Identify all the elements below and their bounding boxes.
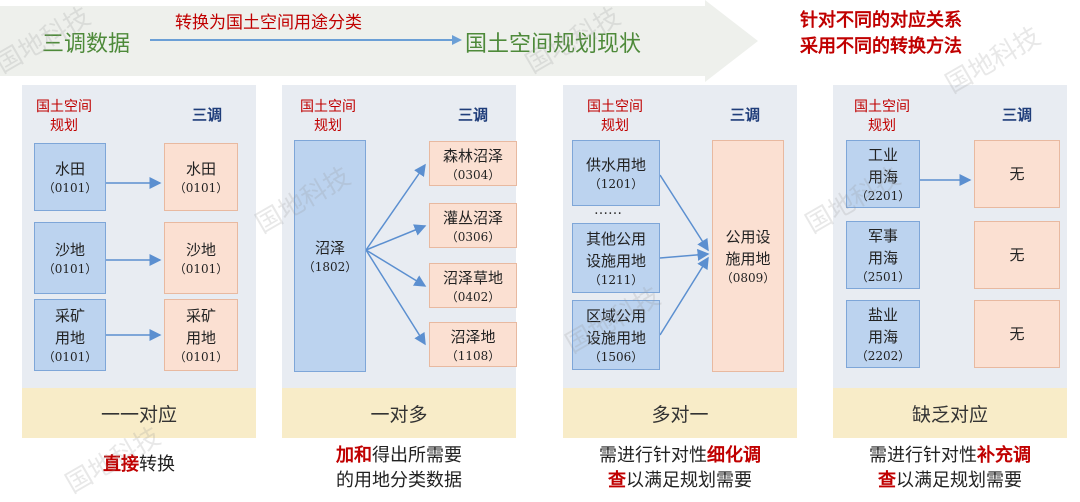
survey-box-swamp-grassland: 沼泽草地 （0402） — [429, 263, 517, 308]
caption-text: 需进行针对性 — [869, 445, 977, 466]
header-survey-p1: 三调 — [191, 106, 222, 124]
survey-box-shrub-swamp: 灌丛沼泽 （0306） — [429, 203, 517, 248]
caption-text: 转换 — [139, 454, 175, 475]
caption-highlight-2: 查 — [878, 470, 896, 491]
banner-note-line1: 针对不同的对应关系 — [800, 10, 962, 31]
caption-highlight: 加和 — [336, 445, 372, 466]
planning-box-swamp: 沼泽 （1802） — [294, 140, 366, 372]
caption-one-to-many: 加和得出所需要 的用地分类数据 — [282, 443, 516, 493]
planning-box-salt-sea: 盐业 用海 （2202） — [846, 300, 920, 368]
relation-label-one-to-many: 一对多 — [282, 388, 516, 438]
survey-box-forest-swamp: 森林沼泽 （0304） — [429, 141, 517, 186]
caption-highlight-2: 查 — [608, 470, 626, 491]
header-planning-line2: 规划 — [50, 118, 78, 134]
planning-box-mining: 采矿 用地 （0101） — [34, 299, 106, 371]
caption-no-match: 需进行针对性补充调 查以满足规划需要 — [833, 443, 1067, 493]
header-planning-line1: 国土空间 — [587, 99, 643, 115]
banner-note-line2: 采用不同的转换方法 — [800, 36, 962, 57]
caption-text-line2: 的用地分类数据 — [336, 470, 462, 491]
relation-label-no-match: 缺乏对应 — [833, 388, 1067, 438]
header-planning-p2: 国土空间 规划 — [286, 98, 370, 136]
header-planning-p3: 国土空间 规划 — [570, 98, 660, 136]
planning-box-other-utility: 其他公用 设施用地 （1211） — [572, 223, 660, 293]
planning-box-military-sea: 军事 用海 （2501） — [846, 221, 920, 289]
header-planning-line1: 国土空间 — [300, 99, 356, 115]
banner-target-label: 国土空间规划现状 — [465, 32, 642, 57]
caption-text: 得出所需要 — [372, 445, 462, 466]
planning-box-industrial-sea: 工业 用海 （2201） — [846, 140, 920, 208]
survey-box-mining: 采矿 用地 （0101） — [164, 299, 238, 371]
header-planning-p4: 国土空间 规划 — [840, 98, 924, 136]
planning-box-paddy: 水田 （0101） — [34, 143, 106, 211]
banner-arrow — [0, 0, 758, 82]
header-survey-p2: 三调 — [457, 106, 488, 124]
planning-box-regional-utility: 区域公用 设施用地 （1506） — [572, 300, 660, 370]
planning-box-water-supply: 供水用地 （1201） — [572, 140, 660, 206]
survey-box-public-utility: 公用设 施用地 （0809） — [712, 140, 784, 372]
caption-many-to-one: 需进行针对性细化调 查以满足规划需要 — [563, 443, 797, 493]
survey-box-none-2: 无 — [974, 221, 1060, 289]
ellipsis: …… — [594, 202, 622, 218]
caption-one-to-one: 直接转换 — [22, 452, 256, 477]
survey-box-none-3: 无 — [974, 300, 1060, 368]
header-survey-p4: 三调 — [1001, 106, 1032, 124]
caption-highlight: 补充调 — [977, 445, 1031, 466]
survey-box-none-1: 无 — [974, 140, 1060, 208]
banner-source-label: 三调数据 — [42, 32, 131, 57]
caption-highlight: 直接 — [103, 454, 139, 475]
relation-label-many-to-one: 多对一 — [563, 388, 797, 438]
planning-box-sand: 沙地 （0101） — [34, 222, 106, 294]
header-planning-p1: 国土空间 规划 — [22, 98, 106, 136]
caption-text-line2: 以满足规划需要 — [896, 470, 1022, 491]
relation-label-one-to-one: 一一对应 — [22, 388, 256, 438]
header-planning-line2: 规划 — [314, 118, 342, 134]
survey-box-sand: 沙地 （0101） — [164, 222, 238, 294]
header-planning-line2: 规划 — [601, 118, 629, 134]
survey-box-marshland: 沼泽地 （1108） — [429, 322, 517, 367]
survey-box-paddy: 水田 （0101） — [164, 143, 238, 211]
header-survey-p3: 三调 — [729, 106, 760, 124]
header-planning-line1: 国土空间 — [854, 99, 910, 115]
header-planning-line1: 国土空间 — [36, 99, 92, 115]
caption-text: 需进行针对性 — [599, 445, 707, 466]
banner-conversion-label: 转换为国土空间用途分类 — [175, 13, 362, 33]
caption-text-line2: 以满足规划需要 — [626, 470, 752, 491]
header-planning-line2: 规划 — [868, 118, 896, 134]
caption-highlight: 细化调 — [707, 445, 761, 466]
